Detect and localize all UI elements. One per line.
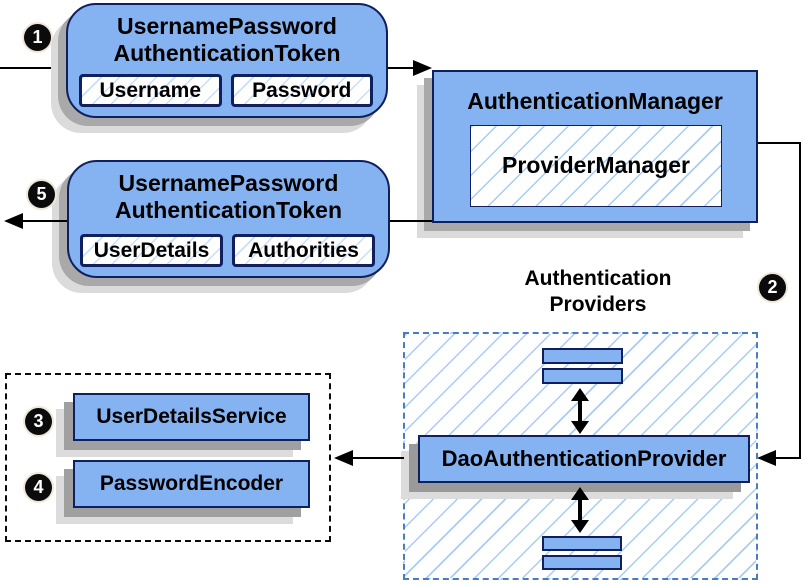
double-arrow-icon <box>569 487 591 533</box>
username-password-token-request: UsernamePassword AuthenticationToken Use… <box>66 3 388 118</box>
token-response-title: UsernamePassword AuthenticationToken <box>69 170 388 224</box>
token-response-title-line2: AuthenticationToken <box>114 197 342 223</box>
arrow-shaft <box>578 396 582 426</box>
step-1-badge: 1 <box>24 24 51 51</box>
other-provider-placeholder <box>542 368 623 384</box>
manager-to-provider-line-bottom <box>772 457 801 459</box>
token-response-fields: UserDetails Authorities <box>80 234 375 267</box>
arrow-left-icon <box>757 450 776 466</box>
authentication-providers-label-line2: Providers <box>549 293 647 316</box>
token-request-title-line2: AuthenticationToken <box>113 40 341 66</box>
provider-manager-box: ProviderManager <box>470 125 722 207</box>
dao-authentication-provider-box: DaoAuthenticationProvider <box>418 435 750 483</box>
manager-to-provider-line-vertical <box>799 142 801 459</box>
incoming-request-line <box>0 67 66 69</box>
authentication-manager-box: AuthenticationManager ProviderManager <box>432 70 758 223</box>
manager-to-token-line <box>390 220 432 222</box>
password-encoder-box: PasswordEncoder <box>73 460 310 508</box>
step-4-badge: 4 <box>25 474 52 501</box>
userdetails-field: UserDetails <box>80 234 223 267</box>
outgoing-response-line <box>14 220 67 222</box>
token-request-title: UsernamePassword AuthenticationToken <box>68 13 386 67</box>
arrow-left-icon <box>4 213 23 229</box>
arrow-up-icon <box>571 388 589 401</box>
step-3-badge: 3 <box>25 408 52 435</box>
step-2-badge: 2 <box>759 274 786 301</box>
other-provider-placeholder <box>542 555 622 570</box>
password-field: Password <box>230 74 373 107</box>
other-provider-placeholder <box>542 348 623 364</box>
step-5-badge: 5 <box>28 181 55 208</box>
arrow-down-icon <box>571 520 589 533</box>
arrow-left-icon <box>334 450 353 466</box>
arrow-up-icon <box>571 487 589 500</box>
arrow-shaft <box>578 495 582 525</box>
double-arrow-icon <box>569 388 591 434</box>
arrow-right-icon <box>413 60 432 76</box>
username-password-token-response: UsernamePassword AuthenticationToken Use… <box>67 160 390 278</box>
arrow-down-icon <box>571 421 589 434</box>
authentication-manager-title: AuthenticationManager <box>467 88 723 114</box>
dao-authentication-provider-label: DaoAuthenticationProvider <box>441 446 727 471</box>
authorities-field: Authorities <box>232 234 375 267</box>
dao-to-collaborators-line <box>350 457 404 459</box>
user-details-service-box: UserDetailsService <box>73 393 310 441</box>
token-response-title-line1: UsernamePassword <box>118 170 339 196</box>
token-to-manager-line <box>388 67 416 69</box>
other-provider-placeholder <box>542 536 622 551</box>
username-field: Username <box>79 74 222 107</box>
manager-to-provider-line-top <box>758 142 801 144</box>
authentication-providers-label: Authentication Providers <box>448 266 748 318</box>
token-request-title-line1: UsernamePassword <box>117 13 337 39</box>
collaborators-box <box>5 373 331 542</box>
provider-manager-label: ProviderManager <box>502 152 690 178</box>
token-request-fields: Username Password <box>79 74 373 107</box>
authentication-providers-label-line1: Authentication <box>524 267 672 290</box>
